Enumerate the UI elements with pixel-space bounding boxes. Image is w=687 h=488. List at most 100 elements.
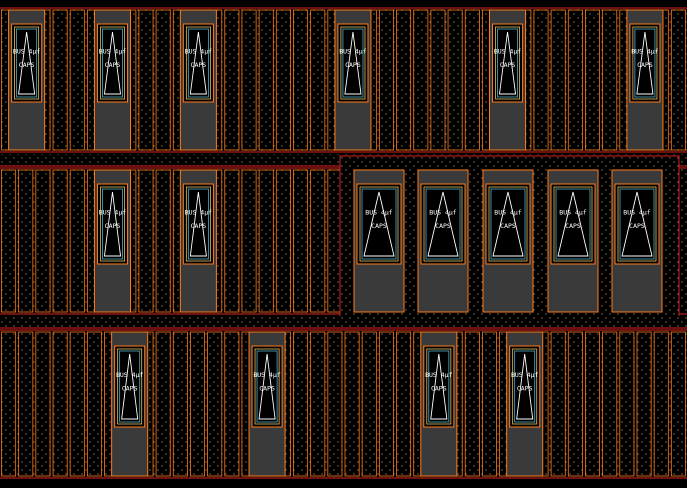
column-strip (327, 331, 343, 477)
column-strip (258, 9, 274, 151)
column-strip (241, 169, 257, 313)
column-strip (533, 9, 549, 151)
cap-window (356, 183, 402, 265)
cap-label-line2: CAPS (431, 385, 447, 393)
column-strip (69, 331, 85, 477)
cap-label-line1: BUS 4μf (559, 208, 586, 216)
row-background (0, 330, 687, 478)
column-strip (378, 9, 394, 151)
column-strip (447, 9, 463, 151)
column-strip (35, 331, 51, 477)
column-strip (275, 169, 291, 313)
cap-label-line1: BUS 4μf (365, 208, 392, 216)
column-strip (155, 9, 171, 151)
column-strip (52, 331, 68, 477)
column-strip (670, 331, 686, 477)
column-strip (585, 9, 601, 151)
capacitor-triangle-icon (516, 353, 534, 420)
cap-label-line2: CAPS (637, 61, 653, 69)
column-strip (138, 169, 154, 313)
column-strip (585, 331, 601, 477)
capacitor-triangle-icon (344, 31, 362, 95)
column-strip (481, 331, 497, 477)
column-strip (464, 9, 480, 151)
column-strip (670, 9, 686, 151)
cap-label-line2: CAPS (565, 222, 581, 230)
cap-label-line2: CAPS (191, 222, 207, 230)
column-strip (224, 331, 240, 477)
column-strip (619, 331, 635, 477)
cap-label-line2: CAPS (435, 222, 451, 230)
column-strip (293, 9, 309, 151)
capacitor-triangle-icon (621, 191, 653, 257)
capacitor-triangle-icon (498, 31, 517, 95)
capacitor-triangle-icon (427, 191, 459, 257)
cap-label-line2: CAPS (500, 61, 516, 69)
column-strip (550, 9, 566, 151)
capacitor-triangle-icon (121, 353, 139, 420)
column-strip (35, 169, 51, 313)
cap-label-line2: CAPS (19, 61, 35, 69)
column-strip (69, 9, 85, 151)
capacitor-triangle-icon (557, 191, 589, 257)
column-strip (567, 331, 583, 477)
cap-window (485, 183, 531, 265)
column-strip (396, 331, 412, 477)
column-strip (69, 169, 85, 313)
column-strip (207, 331, 223, 477)
column-strip (18, 169, 34, 313)
cap-label-line2: CAPS (191, 61, 207, 69)
column-strip (396, 9, 412, 151)
column-strip (293, 331, 309, 477)
column-strip (602, 331, 618, 477)
cap-window (550, 183, 596, 265)
column-strip (18, 331, 34, 477)
column-strip (52, 169, 68, 313)
cap-label-line1: BUS 4μf (13, 48, 40, 56)
dotted-strip (0, 316, 687, 328)
cap-label-line1: BUS 4μf (494, 208, 521, 216)
column-strip (464, 331, 480, 477)
cap-label-line2: CAPS (105, 222, 121, 230)
cap-label-line2: CAPS (629, 222, 645, 230)
column-strip (86, 331, 102, 477)
column-strip (310, 331, 326, 477)
column-strip (653, 331, 669, 477)
column-strip (413, 9, 429, 151)
cap-label-line1: BUS 4μf (116, 371, 143, 379)
cap-label-line1: BUS 4μf (99, 208, 126, 216)
cap-label-line1: BUS 4μf (623, 208, 650, 216)
cap-label-line2: CAPS (517, 385, 533, 393)
cap-label-line2: CAPS (122, 385, 138, 393)
capacitor-triangle-icon (189, 191, 207, 257)
capacitor-triangle-icon (189, 31, 207, 95)
cap-label-line1: BUS 4μf (425, 371, 452, 379)
cap-label-line1: BUS 4μf (99, 48, 126, 56)
column-strip (636, 331, 652, 477)
column-strip (310, 169, 326, 313)
column-strip (241, 9, 257, 151)
column-strip (567, 9, 583, 151)
capacitor-triangle-icon (18, 31, 36, 95)
column-strip (293, 169, 309, 313)
column-strip (344, 331, 360, 477)
